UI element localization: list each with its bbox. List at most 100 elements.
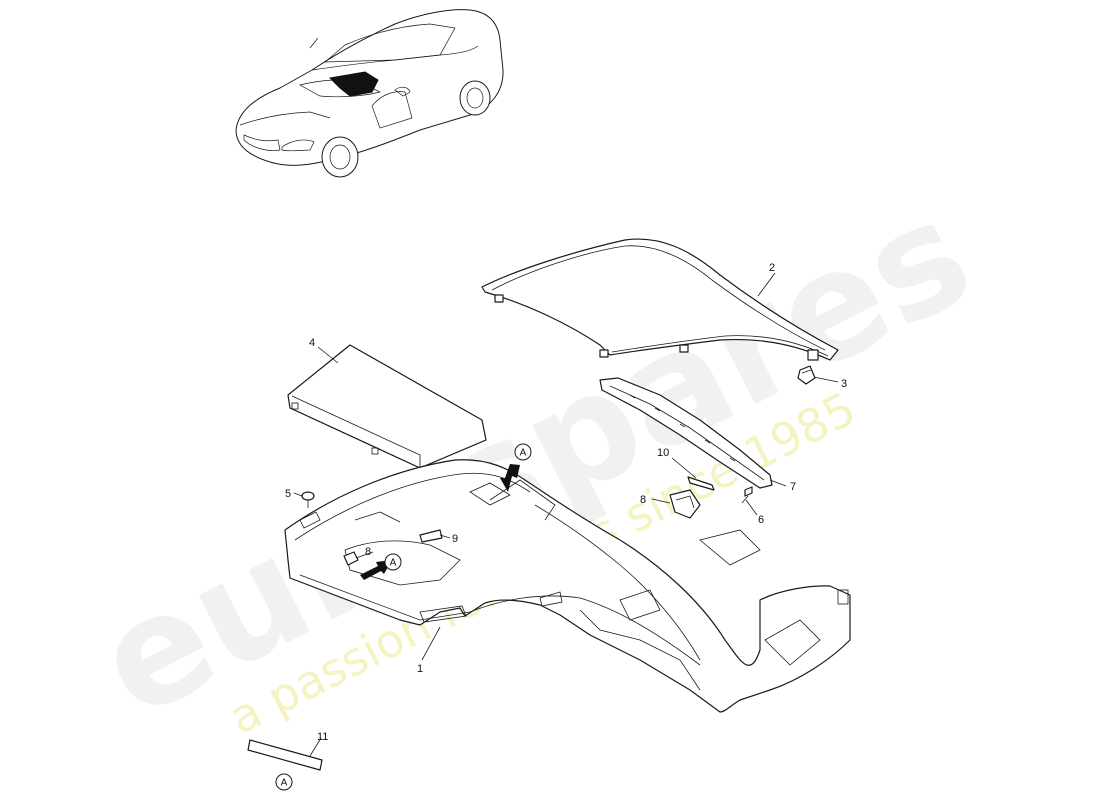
callout-8-left: 8 (365, 546, 371, 558)
view-ref-a-upper: A (514, 443, 532, 461)
callout-9: 9 (452, 533, 458, 545)
top-cover-lower-edge (611, 335, 829, 357)
leader-3 (813, 376, 839, 383)
screw-head (744, 486, 753, 497)
car-bonnet-vent (299, 79, 381, 98)
bracket-centre-line (609, 385, 765, 481)
car-grille (243, 134, 281, 151)
part-9-bracket (419, 529, 443, 543)
push-pin-head (301, 491, 315, 501)
console-outer-shell (284, 459, 851, 713)
car-console-highlight (328, 71, 379, 97)
part-1-console-body (284, 459, 851, 713)
view-a-arrow-upper (500, 464, 520, 492)
view-references: A A A (275, 443, 532, 791)
leader-1 (421, 626, 441, 661)
screw-shank (741, 495, 749, 504)
car-overview-illustration (235, 9, 504, 178)
callout-5: 5 (285, 488, 291, 500)
console-lower-rim (299, 574, 701, 666)
clip-left-body (343, 551, 359, 566)
top-cover-clip-a (494, 294, 504, 303)
view-ref-letter: A (520, 448, 527, 459)
callout-labels: 1 2 3 4 5 6 7 8 8 9 10 11 (285, 262, 847, 743)
callout-7: 7 (790, 481, 796, 493)
view-ref-letter: A (281, 778, 288, 789)
car-antenna (309, 37, 319, 49)
view-arrows (360, 464, 520, 580)
console-cupholder-frame (469, 482, 511, 506)
console-rear-frame (579, 609, 701, 691)
car-headlamp (281, 139, 315, 152)
top-cover-hinge (807, 349, 819, 361)
lid-front-edge (289, 395, 421, 469)
part-7-bracket (599, 377, 773, 489)
leader-4 (317, 346, 339, 364)
leader-8-left (355, 551, 374, 559)
pad-shape (687, 476, 715, 491)
watermark: eurospares a passion for parts since 198… (72, 166, 996, 752)
bracket-9-body (419, 529, 443, 543)
callout-2: 2 (769, 262, 775, 274)
callout-3: 3 (841, 378, 847, 390)
part-6-screw (741, 486, 753, 504)
console-storage-tray (344, 540, 461, 586)
top-cover-inner-edge (491, 245, 826, 351)
view-ref-a-left: A (384, 553, 402, 571)
leader-8-right (651, 498, 671, 504)
clip-right-detail (675, 495, 695, 509)
callout-4: 4 (309, 337, 315, 349)
console-end-bracket (837, 589, 849, 605)
console-rear-pocket (619, 589, 661, 621)
console-front-recess (489, 479, 556, 521)
lid-side-edge (419, 439, 487, 469)
car-bonnet-line (239, 111, 331, 126)
callout-6: 6 (758, 514, 764, 526)
console-tunnel-line-a (534, 504, 701, 661)
leader-6 (745, 499, 758, 516)
console-side-flange (699, 529, 761, 566)
car-door (371, 91, 413, 129)
callout-8-right: 8 (640, 494, 646, 506)
callout-1: 1 (417, 663, 423, 675)
bracket-slots (629, 394, 736, 462)
top-cover-shell (481, 238, 839, 361)
console-mount-tab-mid (539, 591, 563, 607)
car-mirror (394, 86, 411, 97)
view-ref-a-strip: A (275, 773, 293, 791)
lid-tab-right (371, 447, 379, 455)
car-glasshouse (324, 23, 456, 63)
part-10-pad (687, 476, 715, 491)
car-rear-rim (466, 87, 484, 109)
bracket-strip (599, 377, 773, 489)
callout-11: 11 (317, 731, 328, 743)
leader-2 (757, 272, 776, 297)
leader-10 (671, 457, 697, 479)
lid-tab-left (291, 402, 299, 410)
console-inner-ledge (354, 511, 401, 523)
callout-10: 10 (657, 447, 669, 459)
car-front-rim (329, 144, 351, 170)
car-rear-wheel (459, 80, 491, 116)
view-a-arrow-left (360, 560, 392, 580)
part-11-strip (247, 739, 323, 771)
clip-detail (801, 369, 812, 374)
watermark-logo: eurospares (72, 166, 996, 752)
top-cover-clip-c (679, 344, 689, 353)
leader-9 (439, 534, 451, 539)
strip-shape (247, 739, 323, 771)
top-cover-clip-b (599, 349, 609, 358)
leader-7 (769, 479, 787, 487)
clip-right-body (669, 489, 701, 519)
part-8-clip-right (669, 489, 701, 519)
console-mount-tab-left (299, 511, 321, 529)
part-3-clip (797, 365, 816, 385)
part-2-top-cover (481, 238, 839, 361)
view-ref-letter: A (390, 558, 397, 569)
console-end-cap-window (764, 619, 821, 666)
car-front-wheel (321, 136, 359, 178)
leader-11 (309, 737, 322, 757)
console-mount-tab-front (419, 605, 467, 623)
